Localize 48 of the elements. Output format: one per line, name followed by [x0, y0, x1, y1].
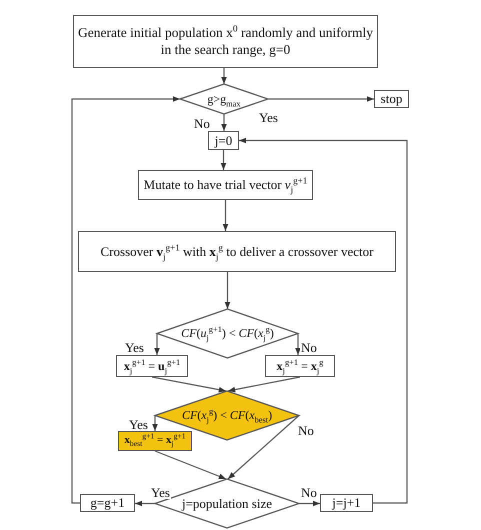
node-text: CF(x$_{j}$$^{g}$) < CF(x$_{best}$): [182, 408, 272, 423]
process-box: [80, 494, 135, 512]
node-text: j=population size: [182, 496, 272, 512]
arrow: [221, 68, 227, 84]
arrow: [295, 334, 301, 355]
process-box: [265, 355, 335, 377]
node-text: g=g+1: [90, 495, 125, 511]
edge-label: Yes: [258, 111, 279, 124]
arrow: [154, 450, 226, 480]
node-text: Crossover v$_{j}$$^{g+1}$ with x$_{j}$$^{g}$ to deliver a crossover vector: [100, 244, 374, 260]
node-text: stop: [380, 91, 402, 107]
decision-diamond: [155, 391, 299, 440]
arrow: [224, 272, 230, 309]
edge-label: Yes: [124, 341, 145, 354]
process-box: [320, 494, 373, 512]
decision-diamond: [180, 84, 268, 114]
arrow: [135, 500, 155, 506]
node-text: CF(u$_{j}$$^{g+1}$) < CF(x$_{j}$$^{g}$): [181, 326, 274, 341]
edge-label: Yes: [128, 418, 149, 431]
arrow: [222, 200, 228, 231]
arrow: [221, 114, 227, 131]
node-text: g>g$_{max}$: [207, 92, 241, 106]
node-text: Generate initial population x$^{0}$ randomly and uniformly in the search range, g=0: [77, 25, 374, 58]
process-box: [138, 170, 313, 200]
process-box: [78, 231, 396, 272]
arrow: [220, 150, 226, 170]
arrow: [71, 96, 180, 504]
node-text: j=0: [214, 132, 232, 148]
process-box: [116, 355, 188, 377]
arrow: [228, 376, 300, 392]
edge-label: No: [300, 341, 318, 354]
arrow: [152, 416, 158, 431]
edge-label: Yes: [150, 486, 171, 499]
arrow: [154, 334, 160, 355]
edge-label: No: [300, 486, 318, 499]
edge-label: No: [193, 117, 211, 130]
arrow: [268, 96, 374, 102]
arrow: [239, 138, 408, 504]
edge-label: No: [297, 424, 315, 437]
node-text: j=j+1: [332, 495, 361, 511]
arrow: [152, 376, 226, 392]
decision-diamond: [157, 309, 298, 358]
process-box: [208, 131, 239, 150]
process-box: [73, 15, 378, 68]
process-box: [374, 90, 409, 108]
process-box: [118, 431, 192, 451]
arrow: [299, 500, 320, 506]
arrow: [228, 415, 300, 480]
